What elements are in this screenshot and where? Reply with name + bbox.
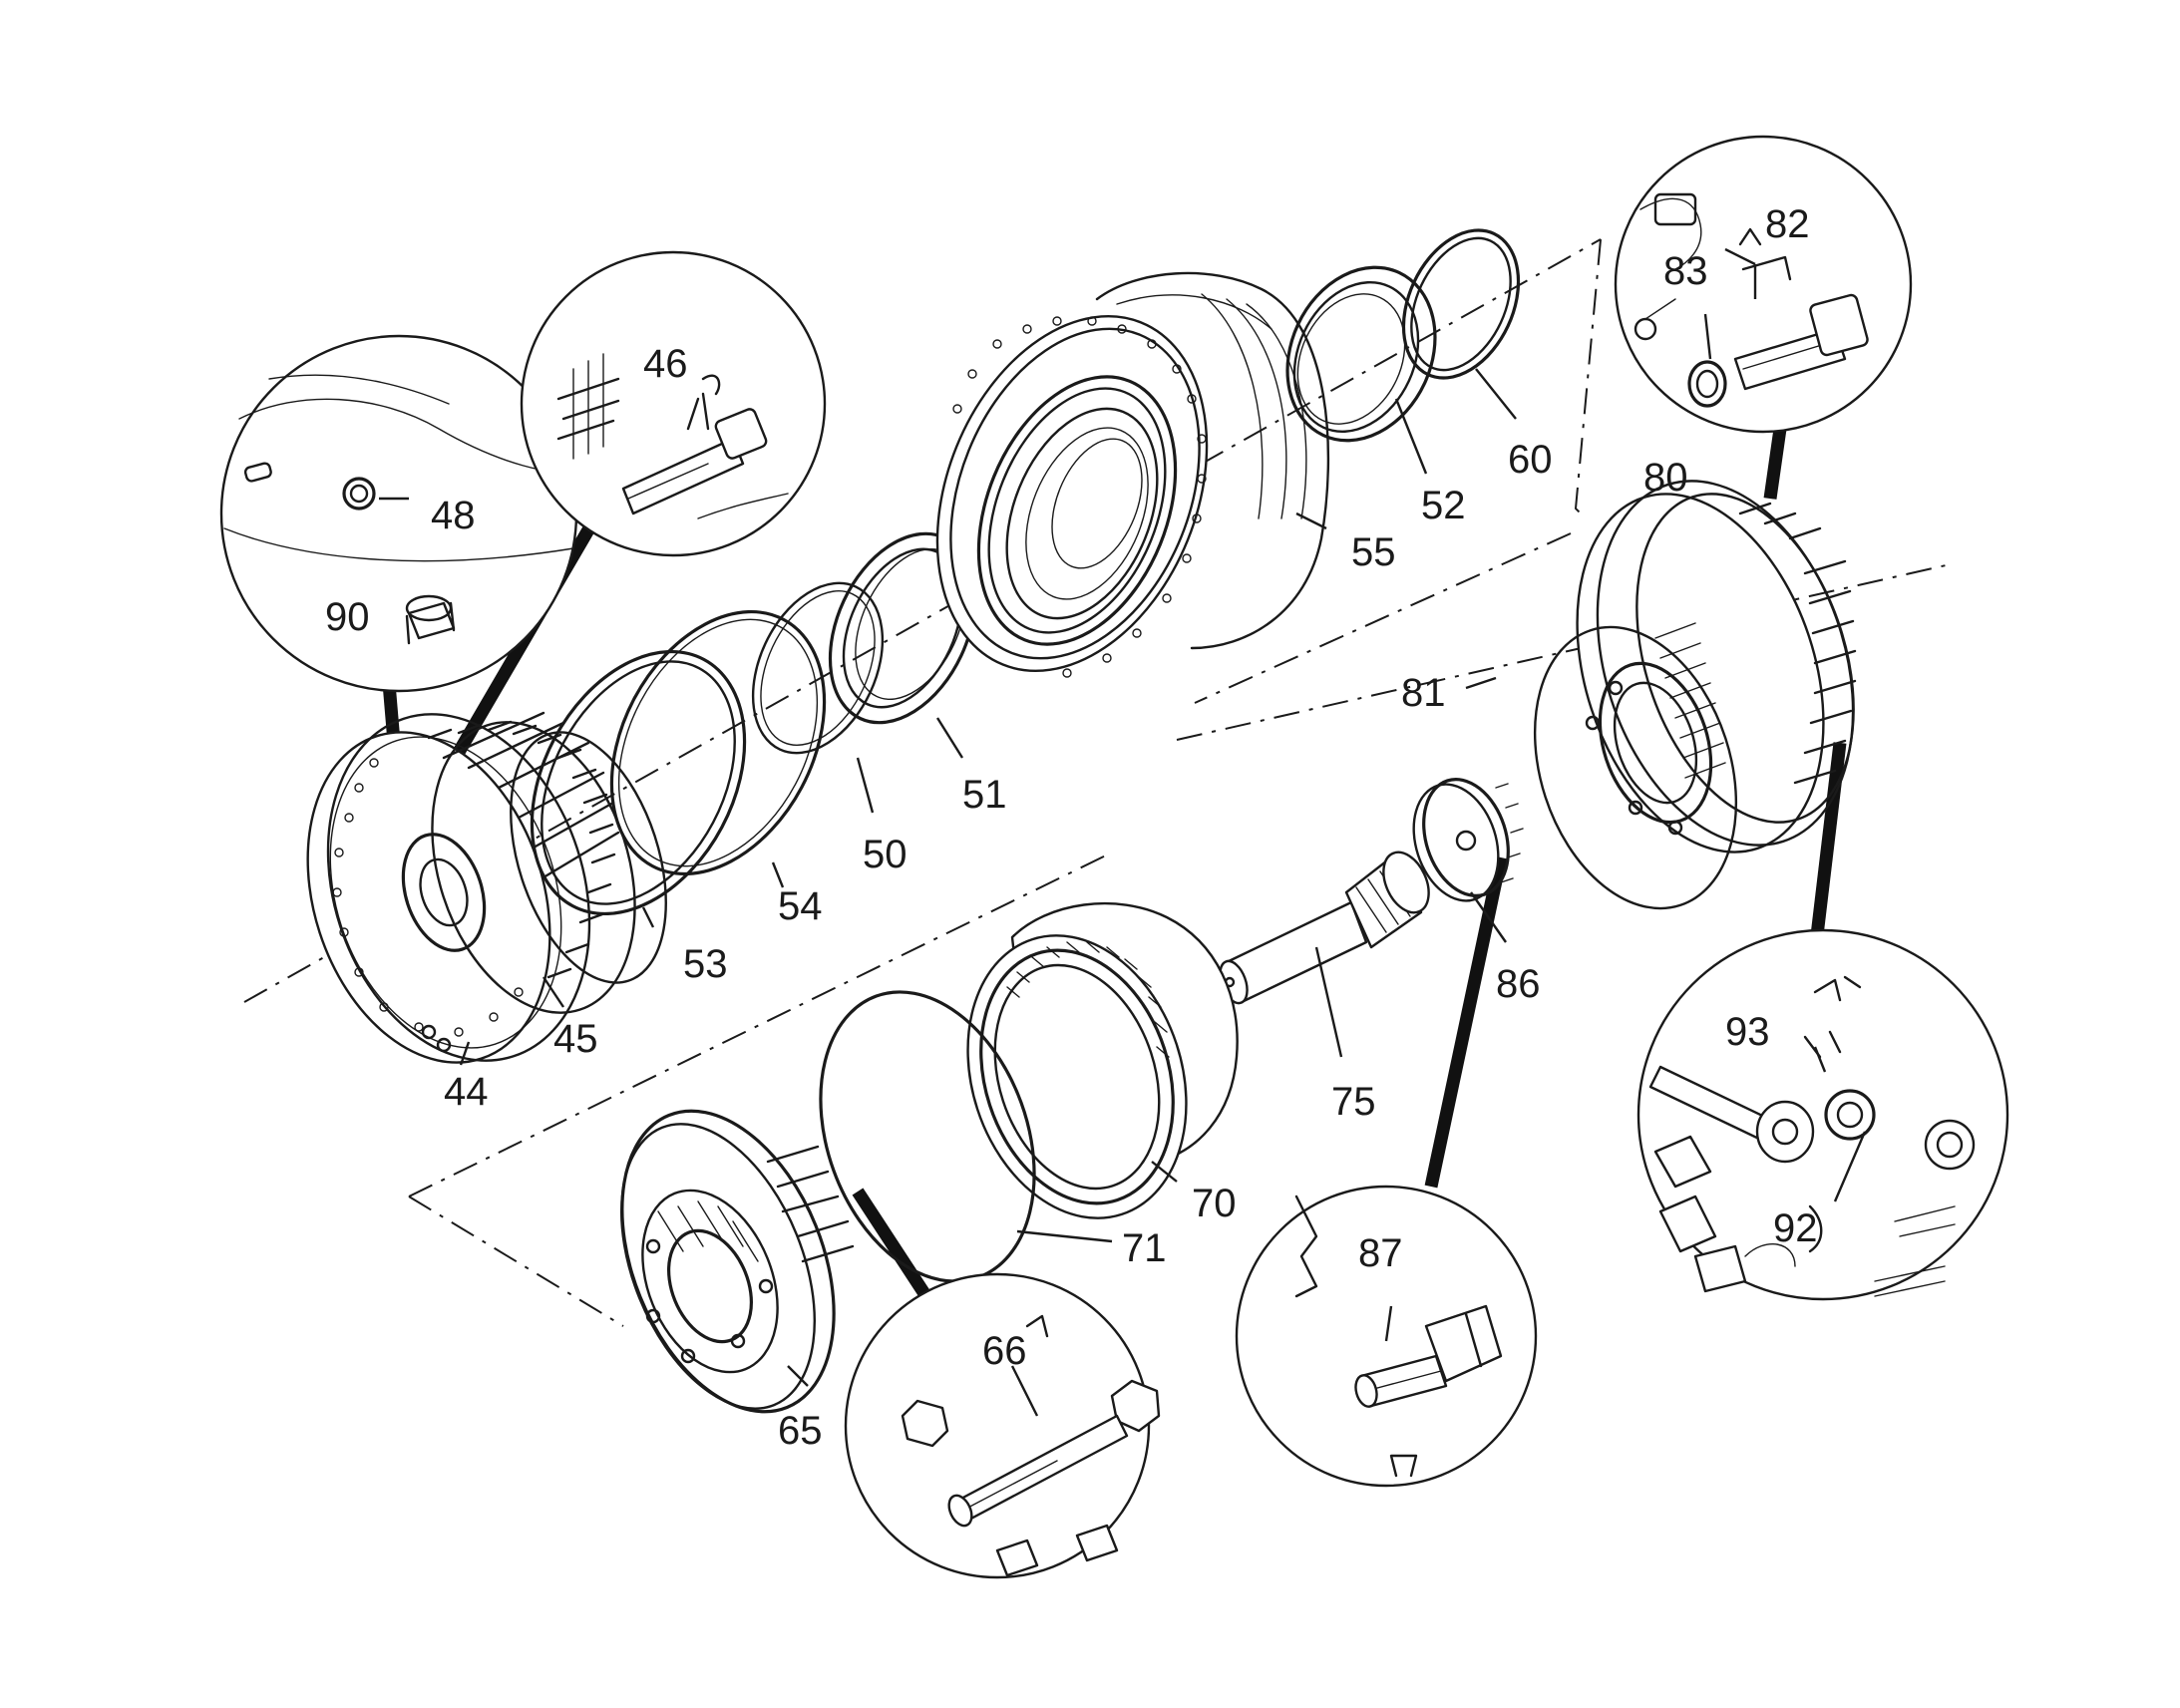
detail-circle-82-83: [1614, 135, 1913, 434]
callout-87: 87: [1358, 1231, 1403, 1275]
carrier-bolts: [1738, 502, 1857, 785]
callout-60: 60: [1508, 438, 1553, 482]
leader-lines: [379, 247, 1867, 1417]
callout-labels: 44 45 46 48 90 53 54 50 51 55 52 60 82 8…: [325, 202, 1818, 1453]
callout-51: 51: [962, 773, 1007, 817]
callout-75: 75: [1331, 1080, 1376, 1124]
callout-54: 54: [778, 884, 823, 928]
hub-bolt-holes: [952, 316, 1207, 678]
callout-93: 93: [1725, 1010, 1770, 1054]
detail-circle-48-90: [219, 334, 578, 693]
callout-86: 86: [1496, 962, 1541, 1006]
detail-circle-46: [520, 250, 827, 557]
detail-circle-66: [844, 1272, 1161, 1579]
callout-71: 71: [1122, 1226, 1167, 1270]
callout-70: 70: [1192, 1182, 1237, 1225]
drive-shaft-part-75: [1219, 851, 1430, 1005]
callout-46: 46: [643, 342, 688, 386]
ring-gear-teeth: [1006, 941, 1170, 1058]
carrier-plate-part-65: [620, 1109, 855, 1414]
callout-66: 66: [982, 1329, 1027, 1373]
callout-52: 52: [1421, 484, 1466, 527]
detail-circle-92-93: [1636, 928, 2009, 1301]
callout-65: 65: [778, 1409, 823, 1453]
housing-front-part-45: [306, 711, 667, 1064]
hub-housing-part-55: [935, 271, 1330, 678]
bearing-part-52: [1285, 265, 1437, 443]
callout-90: 90: [325, 595, 370, 639]
bolt-holes-ring: [332, 758, 524, 1037]
seal-ring-part-60: [1401, 228, 1521, 380]
callout-81: 81: [1401, 671, 1446, 715]
callout-48: 48: [431, 494, 476, 537]
carrier-gear-teeth: [1654, 622, 1726, 779]
callout-83: 83: [1663, 249, 1708, 293]
ring-gear-part-70: [966, 901, 1239, 1219]
seal-ring-part-53: [530, 649, 747, 916]
seal-ring-part-81: [1533, 625, 1738, 910]
callout-92: 92: [1773, 1206, 1818, 1250]
callout-45: 45: [553, 1017, 598, 1061]
callout-82: 82: [1765, 202, 1810, 246]
callout-80: 80: [1643, 456, 1688, 500]
seal-ring-part-54: [609, 609, 827, 876]
callout-50: 50: [863, 833, 908, 876]
planet-carrier-part-80: [1576, 480, 1857, 854]
callout-53: 53: [683, 942, 728, 986]
callout-44: 44: [444, 1070, 489, 1114]
callout-55: 55: [1351, 530, 1396, 574]
